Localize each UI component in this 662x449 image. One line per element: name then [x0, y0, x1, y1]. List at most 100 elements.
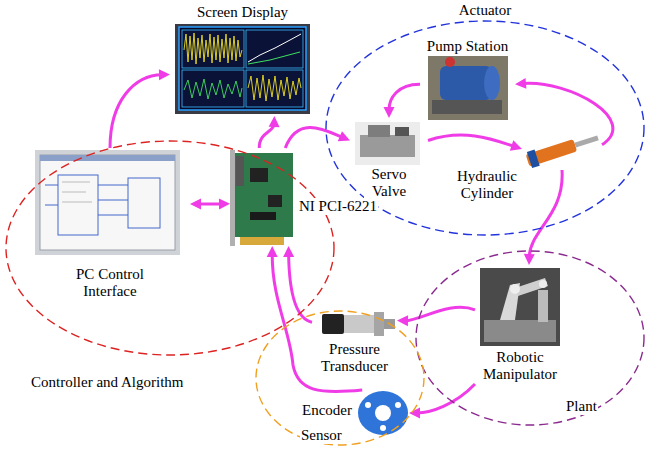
component-node: PC Control Interface: [30, 148, 190, 308]
software-screenshot: [35, 150, 180, 255]
connector-line: [389, 84, 420, 110]
illustration-part: [246, 70, 303, 107]
illustration-part: [395, 127, 409, 136]
group-outline: [415, 250, 645, 426]
daq-card-photo: [230, 150, 293, 246]
connector-arrow: [409, 384, 475, 418]
component-label: Robotic Manipulator: [475, 349, 565, 383]
connector-line: [417, 384, 475, 413]
robot-photo: [480, 268, 560, 346]
connector-line: [428, 135, 514, 146]
arrow-head: [283, 246, 294, 257]
component-label: NI PCI-6221: [298, 198, 378, 215]
arrow-head: [524, 254, 535, 265]
connector-line: [529, 170, 562, 257]
connector-arrow: [397, 307, 475, 326]
component-node: Pressure Transducer: [312, 305, 397, 383]
illustration-part: [98, 185, 128, 186]
illustration-part: [250, 212, 276, 220]
component-node: Pump Station: [420, 38, 515, 122]
monitor-photo: [175, 24, 310, 114]
illustration-part: [98, 215, 128, 216]
cylinder-photo: [525, 130, 601, 169]
illustration-part: [395, 402, 401, 408]
illustration-part: [40, 155, 175, 161]
connector-arrow: [259, 116, 279, 148]
arrow-head: [269, 116, 280, 127]
illustration-part: [539, 280, 547, 288]
component-label: Screen Display: [196, 4, 289, 21]
illustration-part: [45, 185, 58, 186]
illustration-part: [360, 135, 415, 157]
component-node: Servo Valve: [350, 118, 428, 208]
group-label: Sensor: [300, 427, 343, 444]
group-outline: [255, 310, 425, 446]
group-region: Controller and AlgorithmPC Control Inter…: [5, 140, 335, 356]
illustration-part: [358, 391, 408, 435]
illustration-part: [248, 52, 300, 64]
arrow-head: [397, 315, 408, 326]
component-label: Encoder: [301, 402, 353, 419]
illustration-part: [248, 34, 301, 62]
component-node: Hydraulic Cylinder: [522, 128, 602, 170]
illustration-part: [344, 315, 374, 333]
illustration-part: [480, 268, 560, 346]
illustration-part: [268, 195, 282, 207]
illustration-part: [484, 66, 500, 100]
illustration-part: [58, 175, 98, 235]
group-label: Actuator: [458, 2, 512, 19]
arrow-head: [384, 107, 395, 118]
pressure-sensor-photo: [322, 312, 395, 336]
component-label: Pump Station: [426, 38, 509, 55]
group-region: Sensor Pressure TransducerEncoder: [255, 310, 425, 446]
arrow-head: [190, 199, 201, 210]
illustration-part: [35, 150, 180, 255]
dashed-ellipse: [256, 311, 424, 445]
dashed-ellipse: [6, 141, 334, 355]
illustration-part: [182, 30, 244, 68]
illustration-part: [248, 75, 301, 101]
component-label: Pressure Transducer: [312, 341, 397, 375]
illustration-part: [62, 192, 86, 193]
encoder-photo: [358, 391, 408, 435]
illustration-part: [184, 33, 242, 64]
component-label: Hydraulic Cylinder: [454, 168, 520, 202]
dashed-ellipse: [416, 251, 644, 425]
arrow-head: [338, 131, 350, 141]
connector-line: [285, 128, 342, 148]
connector-line: [198, 202, 222, 205]
component-label: Servo Valve: [364, 166, 414, 200]
connector-arrow: [283, 246, 312, 322]
connector-arrow: [384, 84, 421, 118]
component-node: Encoder: [357, 390, 409, 436]
component-node: NI PCI-6221: [230, 148, 295, 246]
illustration-part: [230, 150, 235, 246]
illustration-part: [368, 125, 390, 137]
connector-arrow: [285, 128, 350, 148]
connector-line: [523, 83, 613, 144]
illustration-part: [98, 200, 128, 201]
illustration-part: [527, 149, 540, 168]
connector-arrow: [515, 78, 613, 145]
illustration-part: [322, 314, 344, 334]
illustration-part: [574, 135, 598, 147]
illustration-part: [538, 290, 548, 322]
illustration-part: [500, 283, 520, 320]
illustration-part: [355, 122, 420, 165]
connector-arrow: [524, 170, 562, 265]
illustration-part: [182, 70, 244, 107]
connector-arrow: [190, 198, 230, 209]
arrow-head: [267, 246, 278, 257]
illustration-part: [62, 202, 92, 203]
connector-line: [405, 307, 475, 321]
illustration-part: [175, 24, 310, 114]
illustration-part: [250, 168, 268, 182]
arrow-head: [510, 140, 522, 150]
illustration-part: [510, 284, 520, 294]
servo-valve-photo: [355, 122, 420, 165]
illustration-part: [428, 56, 508, 120]
group-region: PlantRobotic Manipulator: [415, 250, 645, 426]
component-label: PC Control Interface: [60, 266, 160, 300]
illustration-part: [484, 320, 556, 342]
